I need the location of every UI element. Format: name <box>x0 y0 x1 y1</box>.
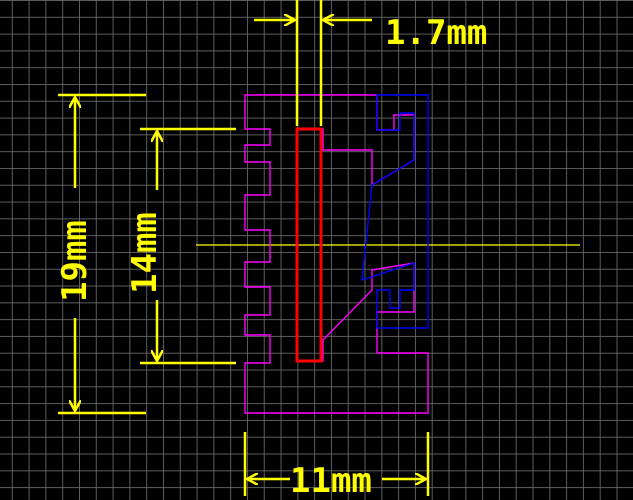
total-width-label: 11mm <box>290 461 372 500</box>
inner-height-label: 14mm <box>125 212 165 294</box>
total-height-label: 19mm <box>55 220 95 302</box>
housing-outline <box>244 94 429 414</box>
pin <box>295 127 323 363</box>
pin-width-dimension <box>254 0 372 126</box>
total-width-dimension <box>243 432 430 496</box>
inner-height-dimension <box>140 127 236 365</box>
pin-width-label: 1.7mm <box>385 13 487 53</box>
latch-outline <box>361 94 429 329</box>
total-height-dimension <box>58 93 146 415</box>
